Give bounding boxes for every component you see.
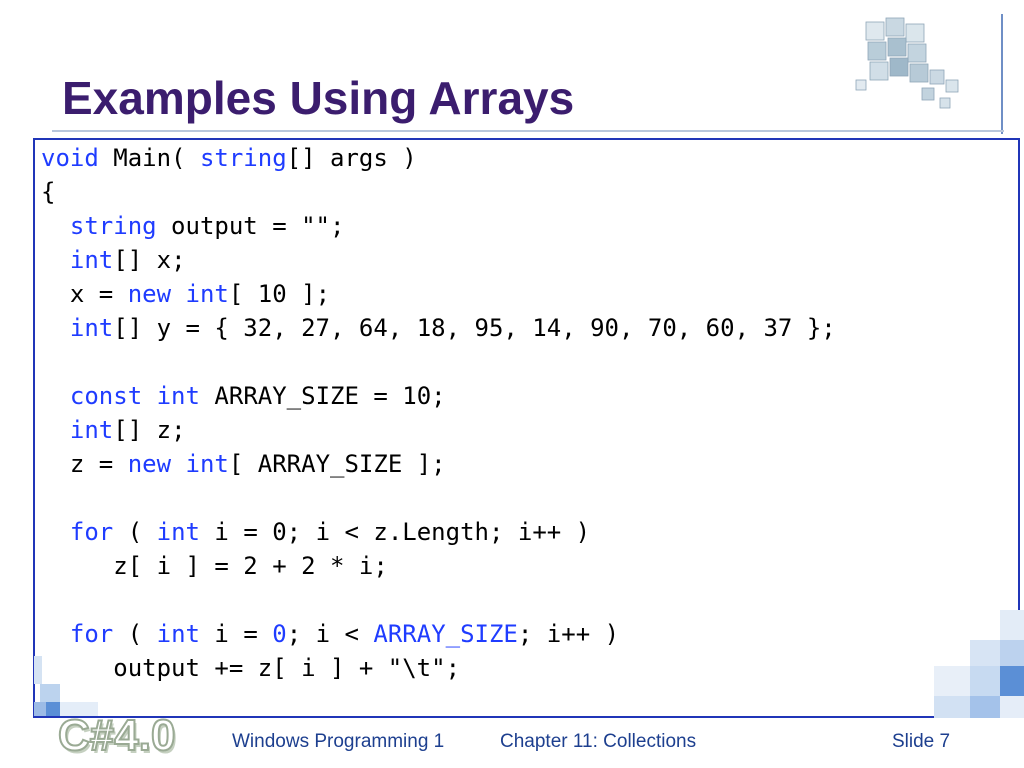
- code-indent: [41, 416, 70, 444]
- code-line: z[ i ] = 2 + 2 * i;: [41, 551, 388, 581]
- code-text: }: [41, 686, 56, 714]
- code-text: Main(: [98, 144, 200, 172]
- code-line: for ( int i = 0; i < ARRAY_SIZE; i++ ): [41, 619, 619, 649]
- code-text: ; i <: [286, 620, 374, 648]
- code-text: [ ARRAY_SIZE ];: [228, 450, 446, 478]
- code-line: output += z[ i ] + "\t";: [41, 653, 460, 683]
- footer-chapter: Chapter 11: Collections: [500, 731, 697, 752]
- code-line: int[] y = { 32, 27, 64, 18, 95, 14, 90, …: [41, 313, 836, 343]
- code-text: [] z;: [113, 416, 186, 444]
- code-indent: [41, 212, 70, 240]
- code-line: string output = "";: [41, 211, 345, 241]
- code-text: [142, 382, 156, 410]
- code-text: x =: [69, 280, 128, 308]
- code-text: output += z[ i ] + "\t";: [113, 654, 461, 682]
- code-keyword: int: [156, 382, 200, 410]
- code-keyword: for: [69, 620, 114, 648]
- code-keyword: 0: [272, 620, 287, 648]
- code-text: [171, 280, 185, 308]
- code-keyword: string: [69, 212, 157, 240]
- code-keyword: int: [156, 518, 200, 546]
- code-line: z = new int[ ARRAY_SIZE ];: [41, 449, 446, 479]
- code-indent: [41, 620, 70, 648]
- code-text: z[ i ] = 2 + 2 * i;: [113, 552, 388, 580]
- code-keyword: string: [199, 144, 287, 172]
- cube-cluster-icon: [855, 17, 959, 109]
- code-keyword: int: [69, 246, 114, 274]
- csharp-logo: C#4.0: [57, 710, 176, 761]
- code-indent: [41, 654, 113, 682]
- code-text: [] args ): [286, 144, 417, 172]
- code-line: {: [41, 177, 55, 207]
- code-indent: [41, 450, 70, 478]
- code-keyword: int: [69, 314, 114, 342]
- code-indent: [41, 246, 70, 274]
- code-keyword: ARRAY_SIZE: [373, 620, 518, 648]
- code-keyword: int: [69, 416, 114, 444]
- code-line: int[] x;: [41, 245, 186, 275]
- code-keyword: int: [185, 280, 229, 308]
- code-keyword: void: [41, 144, 99, 172]
- footer-course: Windows Programming 1: [232, 731, 445, 752]
- code-text: output = "";: [156, 212, 345, 240]
- footer-slide-number: Slide 7: [892, 731, 951, 752]
- code-keyword: const: [69, 382, 143, 410]
- code-line: int[] z;: [41, 415, 186, 445]
- code-text: i = 0; i < z.Length; i++ ): [199, 518, 591, 546]
- code-indent: [41, 552, 113, 580]
- code-text: i =: [199, 620, 273, 648]
- code-indent: [41, 518, 70, 546]
- code-indent: [41, 280, 70, 308]
- code-keyword: for: [69, 518, 114, 546]
- code-line: for ( int i = 0; i < z.Length; i++ ): [41, 517, 590, 547]
- slide-title: Examples Using Arrays: [62, 72, 575, 124]
- code-text: (: [113, 518, 157, 546]
- code-text: ARRAY_SIZE = 10;: [199, 382, 446, 410]
- code-indent: [41, 314, 70, 342]
- code-text: z =: [69, 450, 128, 478]
- right-vertical-rule: [1001, 14, 1003, 134]
- code-line: }: [41, 685, 55, 715]
- code-text: [171, 450, 185, 478]
- code-text: [ 10 ];: [228, 280, 331, 308]
- title-underline: [52, 130, 1004, 132]
- code-keyword: int: [185, 450, 229, 478]
- code-line: x = new int[ 10 ];: [41, 279, 330, 309]
- code-indent: [41, 382, 70, 410]
- code-line: void Main( string[] args ): [41, 143, 417, 173]
- code-text: {: [41, 178, 56, 206]
- code-text: ; i++ ): [517, 620, 620, 648]
- code-keyword: new: [127, 450, 172, 478]
- code-keyword: new: [127, 280, 172, 308]
- code-text: [] y = { 32, 27, 64, 18, 95, 14, 90, 70,…: [113, 314, 836, 342]
- code-text: (: [113, 620, 157, 648]
- code-keyword: int: [156, 620, 200, 648]
- code-text: [] x;: [113, 246, 186, 274]
- code-line: const int ARRAY_SIZE = 10;: [41, 381, 446, 411]
- code-block: void Main( string[] args ){ string outpu…: [33, 138, 1020, 718]
